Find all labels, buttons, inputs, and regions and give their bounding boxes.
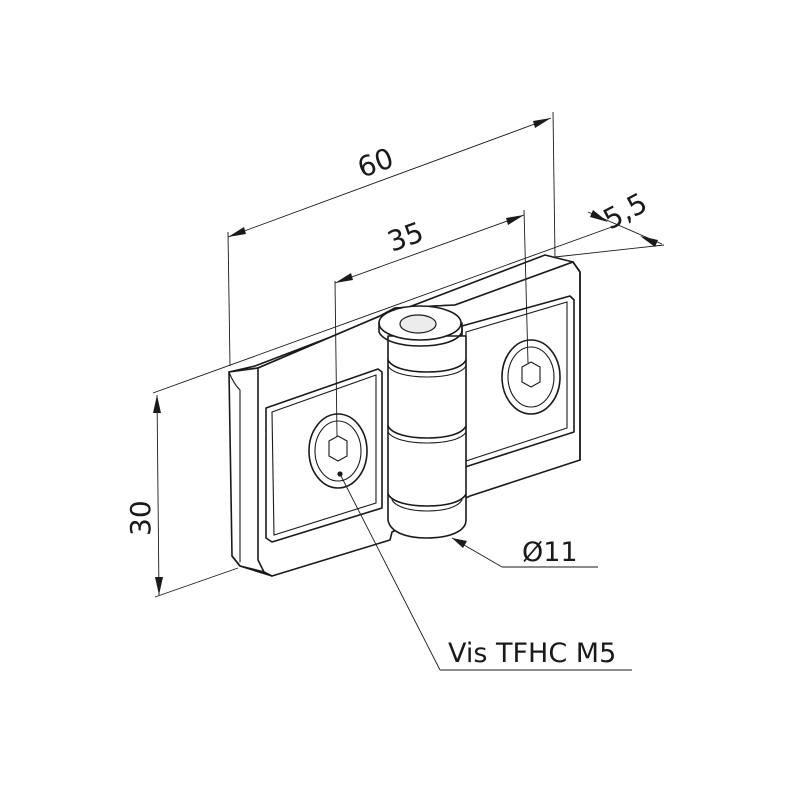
hinge-right-edge	[572, 261, 581, 461]
extension-line-5-5-back	[554, 244, 665, 258]
left-screw	[308, 413, 368, 489]
knuckle-body	[387, 335, 467, 539]
callout-label-diameter: Ø11	[522, 537, 578, 568]
arrowhead-60-left	[228, 227, 246, 237]
arrowhead-30-bottom	[155, 577, 163, 595]
left-pocket-outline	[265, 368, 383, 543]
callout-label-screw: Vis TFHC M5	[448, 638, 616, 669]
left-screw-hex-socket	[328, 435, 348, 462]
dimension-line-35	[334, 214, 525, 284]
arrowhead-35-right	[506, 215, 524, 225]
knuckle-band-2b	[387, 431, 467, 444]
right-screw-rim	[507, 346, 555, 408]
hinge-bottom-edge	[231, 555, 273, 577]
extension-line-right-35	[523, 209, 529, 364]
extension-line-30-bottom	[154, 567, 239, 598]
extension-line-left-60	[227, 231, 231, 367]
right-screw	[501, 339, 561, 415]
left-screw-head	[308, 413, 368, 489]
hinge-knuckle	[378, 305, 467, 539]
callout-pin-diameter: Ø11	[451, 537, 598, 568]
arrowhead-5-5-b	[640, 236, 658, 247]
leader-arrow-diameter	[452, 538, 467, 548]
dimension-height: 30	[124, 394, 239, 598]
arrowhead-5-5-a	[590, 210, 608, 222]
knuckle-band-1b	[387, 365, 467, 378]
knuckle-cap-side	[378, 322, 463, 347]
left-screw-rim	[314, 420, 362, 482]
arrowhead-30-top	[153, 395, 161, 413]
right-screw-hex-socket	[521, 361, 541, 388]
callout-screw: Vis TFHC M5	[337, 471, 632, 671]
knuckle-pin-hole	[399, 314, 437, 334]
knuckle-band-3b	[391, 499, 463, 512]
dimension-label-30: 30	[124, 500, 157, 536]
left-pocket-inner	[271, 374, 377, 536]
extension-line-right-60	[552, 111, 556, 258]
dimension-line-30	[156, 394, 160, 596]
leader-line-screw	[339, 473, 441, 671]
knuckle-band-3	[387, 493, 467, 507]
extension-line-left-35	[334, 280, 338, 438]
extension-line-5-5-front	[152, 223, 621, 394]
right-screw-head	[501, 339, 561, 415]
knuckle-band-1	[387, 359, 467, 373]
dimension-label-60: 60	[353, 141, 398, 184]
arrowhead-60-right	[533, 118, 551, 128]
left-leaf-pocket	[265, 368, 383, 543]
dimension-line-60	[227, 117, 552, 238]
arrowhead-35-left	[335, 273, 353, 283]
hinge-corner-line	[228, 371, 241, 563]
knuckle-band-2	[387, 425, 467, 439]
